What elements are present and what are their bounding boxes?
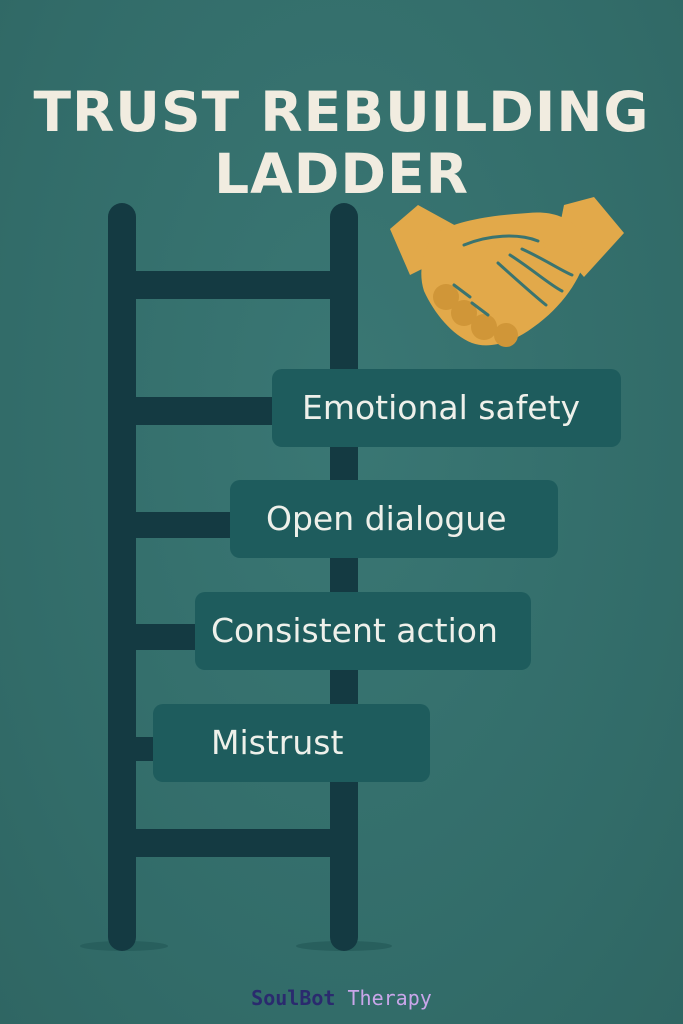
title-line-1: TRUST REBUILDING xyxy=(33,79,650,144)
handshake-icon xyxy=(390,197,624,347)
brand-name-primary: SoulBot xyxy=(251,986,336,1010)
step-label: Emotional safety xyxy=(302,388,581,427)
step-box-mistrust: Mistrust xyxy=(153,704,430,782)
page-title: TRUST REBUILDING LADDER xyxy=(0,81,683,205)
ladder-rung xyxy=(120,397,280,425)
title-line-2: LADDER xyxy=(214,141,469,206)
brand-name-secondary: Therapy xyxy=(347,986,432,1010)
step-box-open-dialogue: Open dialogue xyxy=(230,480,558,558)
ladder-rail-left xyxy=(108,203,136,951)
step-label: Consistent action xyxy=(211,611,498,650)
ladder-rung xyxy=(120,512,240,538)
step-label: Mistrust xyxy=(211,723,344,762)
ladder-rung xyxy=(120,271,346,299)
brand-logo: SoulBot Therapy xyxy=(0,984,683,1012)
ladder-rung xyxy=(120,829,346,857)
step-label: Open dialogue xyxy=(266,499,507,538)
step-box-consistent-action: Consistent action xyxy=(195,592,531,670)
step-box-emotional-safety: Emotional safety xyxy=(272,369,621,447)
